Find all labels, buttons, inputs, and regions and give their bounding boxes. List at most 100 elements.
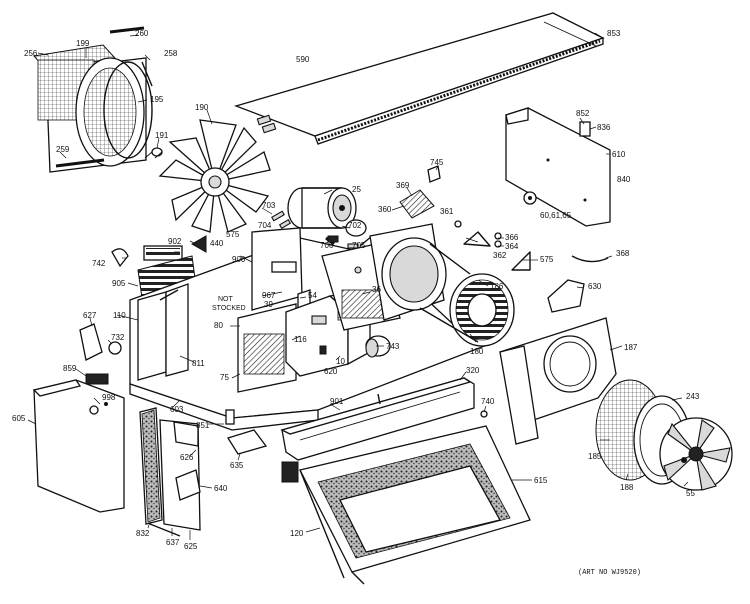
callout-258: 258: [164, 49, 178, 58]
drain-pan-part: [280, 377, 475, 461]
callout-637: 637: [166, 538, 180, 547]
callout-743: 743: [386, 342, 400, 351]
callout-615: 615: [534, 476, 548, 485]
callout-120: 120: [290, 529, 304, 538]
callout-742: 742: [92, 259, 106, 268]
callout-905: 905: [112, 279, 126, 288]
fan-blade-part: [158, 119, 271, 233]
callout-185: 185: [588, 452, 602, 461]
callout-116: 116: [294, 335, 307, 344]
callout-900: 900: [232, 255, 246, 264]
callout-852: 852: [576, 109, 590, 118]
blower-scroll-panel-part: [499, 317, 617, 445]
callout-967: 967: [262, 291, 276, 300]
screw-998-part: [104, 402, 108, 406]
callout-195: 195: [150, 95, 164, 104]
callout-859: 859: [63, 364, 77, 373]
callout-191: 191: [155, 131, 169, 140]
callout-361: 361: [440, 207, 454, 216]
callout-703: 703: [262, 201, 276, 210]
callout-320: 320: [466, 366, 480, 375]
callout-836: 836: [597, 123, 611, 132]
callout-259: 259: [56, 145, 70, 154]
callout-80: 80: [214, 321, 223, 330]
callout-180: 180: [470, 347, 484, 356]
callout-110: 110: [113, 311, 126, 320]
callout-853: 853: [607, 29, 621, 38]
callout-851: 851: [196, 421, 210, 430]
callout-702: 702: [348, 221, 362, 230]
callout-590: 590: [296, 55, 310, 64]
callout-635: 635: [230, 461, 244, 470]
callout-243: 243: [686, 392, 700, 401]
callout-998: 998: [102, 393, 116, 402]
collar-part: [144, 147, 163, 159]
callout-362: 362: [493, 251, 507, 260]
condenser-fan-part: [595, 379, 733, 491]
callout-256: 256: [24, 49, 38, 58]
not-stocked-note-line1: NOT: [218, 296, 234, 303]
bracket-630-part: [547, 279, 585, 313]
bracket-635-part: [227, 429, 268, 455]
callout-360: 360: [378, 205, 392, 214]
callout-732: 732: [111, 333, 125, 342]
callout-627: 627: [83, 311, 97, 320]
callout-832: 832: [136, 529, 150, 538]
mount-hardware-part: [271, 210, 359, 249]
motor-part: [287, 187, 367, 246]
blower-wheel-part: [369, 223, 515, 347]
callout-630: 630: [588, 282, 602, 291]
callout-705: 705: [352, 241, 366, 250]
callout-260: 260: [135, 29, 149, 38]
callout-620: 620: [324, 367, 338, 376]
left-small-parts: [79, 323, 122, 385]
clip-851-part: [225, 409, 235, 425]
callout-368: 368: [616, 249, 630, 258]
small-hardware-parts: [359, 220, 609, 271]
callout-55: 55: [686, 489, 695, 498]
callout-188: 188: [620, 483, 634, 492]
callout-575-left: 575: [226, 230, 240, 239]
callout-626: 626: [180, 453, 194, 462]
callout-199: 199: [76, 39, 90, 48]
callout-840: 840: [617, 175, 631, 184]
callout-902: 902: [168, 237, 182, 246]
callout-901: 901: [330, 397, 344, 406]
callout-190: 190: [195, 103, 209, 112]
top-cover-part: [233, 12, 605, 145]
callout-369: 369: [396, 181, 410, 190]
foam-block-part: [281, 461, 299, 483]
callout-575-right: 575: [540, 255, 554, 264]
callout-704: 704: [258, 221, 272, 230]
callout-706: 706: [320, 241, 334, 250]
callout-25: 25: [352, 185, 361, 194]
side-cover-part: [32, 379, 125, 513]
callout-364: 364: [505, 242, 519, 251]
callout-745: 745: [430, 158, 444, 167]
callout-36: 36: [372, 285, 381, 294]
callout-187: 187: [624, 343, 638, 352]
callout-625: 625: [184, 542, 198, 551]
bracket-parts: [399, 165, 441, 219]
front-frame-part: [139, 407, 201, 537]
callout-366: 366: [505, 233, 519, 242]
leader-lines: [27, 32, 689, 540]
callout-440: 440: [210, 239, 224, 248]
not-stocked-note-line2: STOCKED: [212, 305, 246, 312]
callout-10: 10: [336, 357, 345, 366]
callout-60-61-65: 60,61,65: [540, 211, 572, 220]
art-number: (ART NO WJ9520): [578, 569, 641, 577]
callout-605: 605: [12, 414, 26, 423]
side-panel-part: [505, 107, 611, 227]
callout-186: 186: [490, 282, 504, 291]
callout-39: 39: [264, 300, 273, 309]
callout-75: 75: [220, 373, 229, 382]
condenser-shroud-part: [33, 26, 153, 173]
callout-740: 740: [481, 397, 495, 406]
callout-640: 640: [214, 484, 228, 493]
callout-811: 811: [192, 359, 205, 368]
callout-54: 54: [308, 291, 317, 300]
callout-labels: 256 199 260 258 195 259 191 190 590 853 …: [12, 29, 700, 577]
callout-603: 603: [170, 405, 184, 414]
